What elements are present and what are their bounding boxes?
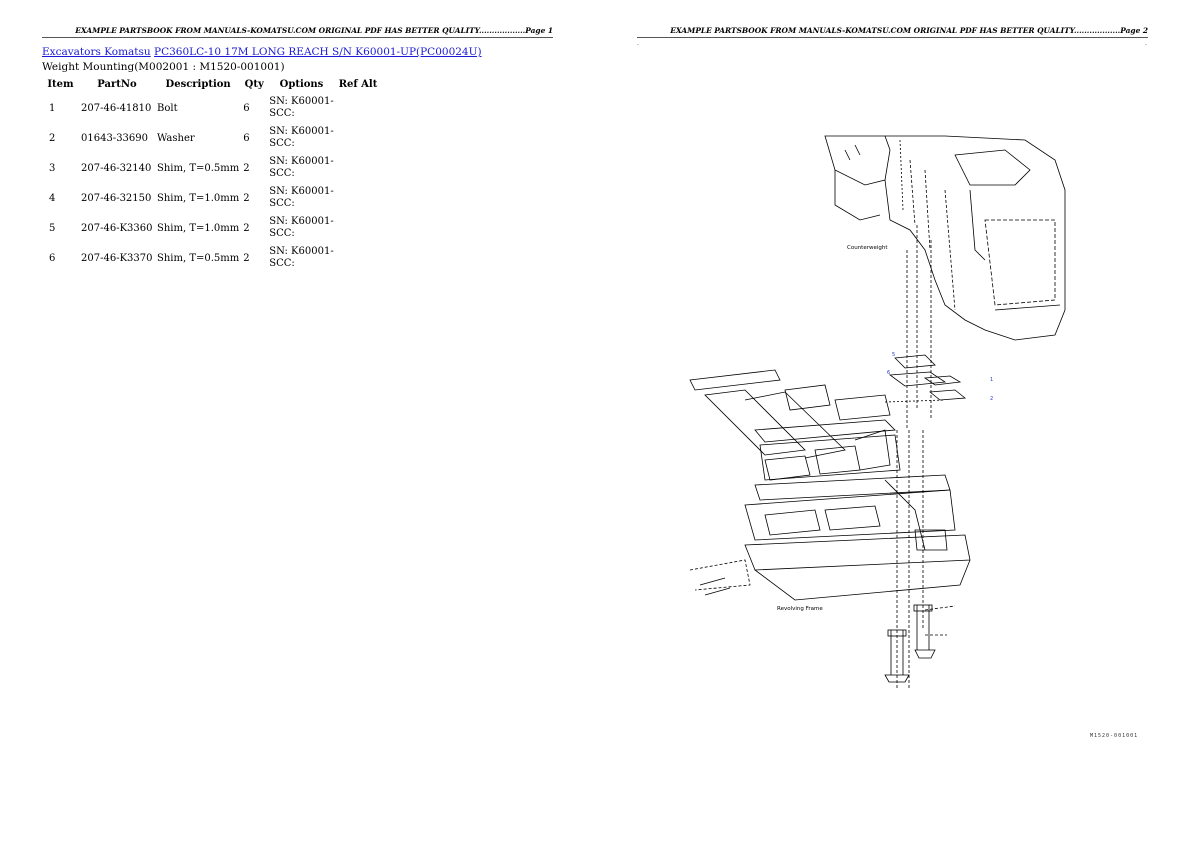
corner-mark: . (637, 40, 639, 47)
callout-2: 2 (990, 396, 994, 402)
cell-qty: 2 (243, 252, 250, 264)
cell-item: 1 (49, 102, 56, 114)
cell-options: SN: K60001-SCC: (267, 213, 335, 243)
options-scc: SCC: (269, 228, 295, 239)
cell-qty: 2 (243, 222, 250, 234)
options-scc: SCC: (269, 198, 295, 209)
breadcrumb: Excavators Komatsu PC360LC-10 17M LONG R… (42, 46, 482, 58)
cell-item: 2 (49, 132, 56, 144)
col-header-description: Description (165, 79, 231, 90)
bolt-shapes (884, 604, 956, 683)
table-row: 4 207-46-32150 Shim, T=1.0mm 2 SN: K6000… (42, 183, 380, 213)
cell-options: SN: K60001-SCC: (267, 243, 335, 273)
table-row: 1 207-46-41810 Bolt 6 SN: K60001-SCC: (42, 93, 380, 123)
cell-qty: 2 (243, 192, 250, 204)
options-scc: SCC: (269, 138, 295, 149)
cell-description: Washer (157, 132, 195, 144)
cell-options: SN: K60001-SCC: (267, 123, 335, 153)
table-row: 5 207-46-K3360 Shim, T=1.0mm 2 SN: K6000… (42, 213, 380, 243)
drawing-reference-code: M1520-001001 (1090, 733, 1139, 739)
cell-partno: 207-46-K3360 (81, 222, 153, 234)
cell-partno: 207-46-K3370 (81, 252, 153, 264)
parts-table-header: Item PartNo Description Qty Options Ref … (42, 76, 380, 93)
options-sn: SN: K60001- (269, 216, 334, 227)
cell-item: 4 (49, 192, 56, 204)
section-title: Weight Mounting(M002001 : M1520-001001) (42, 61, 285, 73)
cell-ref (336, 93, 381, 123)
page-2-header: EXAMPLE PARTSBOOK FROM MANUALS-KOMATSU.C… (637, 26, 1148, 38)
exploded-parts-drawing: Counterweight Revolving Frame 5 6 1 2 (685, 130, 1135, 710)
cell-ref (336, 123, 381, 153)
cell-description: Bolt (157, 102, 178, 114)
breadcrumb-link-category[interactable]: Excavators Komatsu (42, 46, 151, 58)
cell-partno: 207-46-41810 (81, 102, 152, 114)
page-2: EXAMPLE PARTSBOOK FROM MANUALS-KOMATSU.C… (595, 0, 1190, 842)
table-row: 6 207-46-K3370 Shim, T=0.5mm 2 SN: K6000… (42, 243, 380, 273)
corner-mark: . (1145, 40, 1147, 47)
cell-description: Shim, T=1.0mm (157, 192, 240, 204)
cell-description: Shim, T=0.5mm (157, 252, 240, 264)
cell-item: 5 (49, 222, 56, 234)
cell-options: SN: K60001-SCC: (267, 153, 335, 183)
cell-qty: 2 (243, 162, 250, 174)
page-1-header: EXAMPLE PARTSBOOK FROM MANUALS-KOMATSU.C… (42, 26, 553, 38)
cell-ref (336, 243, 381, 273)
callout-1: 1 (990, 377, 994, 383)
table-row: 2 01643-33690 Washer 6 SN: K60001-SCC: (42, 123, 380, 153)
cell-ref (336, 183, 381, 213)
cell-partno: 01643-33690 (81, 132, 149, 144)
options-sn: SN: K60001- (269, 126, 334, 137)
drawing-svg (689, 135, 1066, 690)
options-sn: SN: K60001- (269, 96, 334, 107)
cell-qty: 6 (243, 132, 250, 144)
col-header-item: Item (47, 79, 74, 90)
shim-shapes (884, 354, 967, 403)
cell-partno: 207-46-32150 (81, 192, 152, 204)
cell-partno: 207-46-32140 (81, 162, 152, 174)
options-scc: SCC: (269, 108, 295, 119)
revolving-frame-shape (689, 369, 971, 601)
col-header-qty: Qty (244, 79, 264, 90)
col-header-options: Options (279, 79, 324, 90)
assembly-lines (896, 225, 932, 690)
table-row: 3 207-46-32140 Shim, T=0.5mm 2 SN: K6000… (42, 153, 380, 183)
options-scc: SCC: (269, 168, 295, 179)
label-counterweight: Counterweight (847, 245, 888, 251)
breadcrumb-link-model[interactable]: PC360LC-10 17M LONG REACH S/N K60001-UP(… (154, 46, 482, 58)
cell-options: SN: K60001-SCC: (267, 93, 335, 123)
cell-ref (336, 213, 381, 243)
cell-description: Shim, T=1.0mm (157, 222, 240, 234)
parts-table: Item PartNo Description Qty Options Ref … (42, 76, 380, 273)
col-header-ref-alt: Ref Alt (338, 79, 378, 90)
cell-ref (336, 153, 381, 183)
cell-description: Shim, T=0.5mm (157, 162, 240, 174)
callout-5: 5 (892, 352, 896, 358)
cell-item: 3 (49, 162, 56, 174)
options-sn: SN: K60001- (269, 186, 334, 197)
cell-item: 6 (49, 252, 56, 264)
cell-qty: 6 (243, 102, 250, 114)
options-sn: SN: K60001- (269, 156, 334, 167)
label-revolving-frame: Revolving Frame (777, 606, 823, 612)
cell-options: SN: K60001-SCC: (267, 183, 335, 213)
options-sn: SN: K60001- (269, 246, 334, 257)
page-1: EXAMPLE PARTSBOOK FROM MANUALS-KOMATSU.C… (42, 26, 553, 273)
counterweight-shape (824, 135, 1066, 341)
col-header-partno: PartNo (97, 79, 137, 90)
options-scc: SCC: (269, 258, 295, 269)
callout-6: 6 (887, 370, 891, 376)
